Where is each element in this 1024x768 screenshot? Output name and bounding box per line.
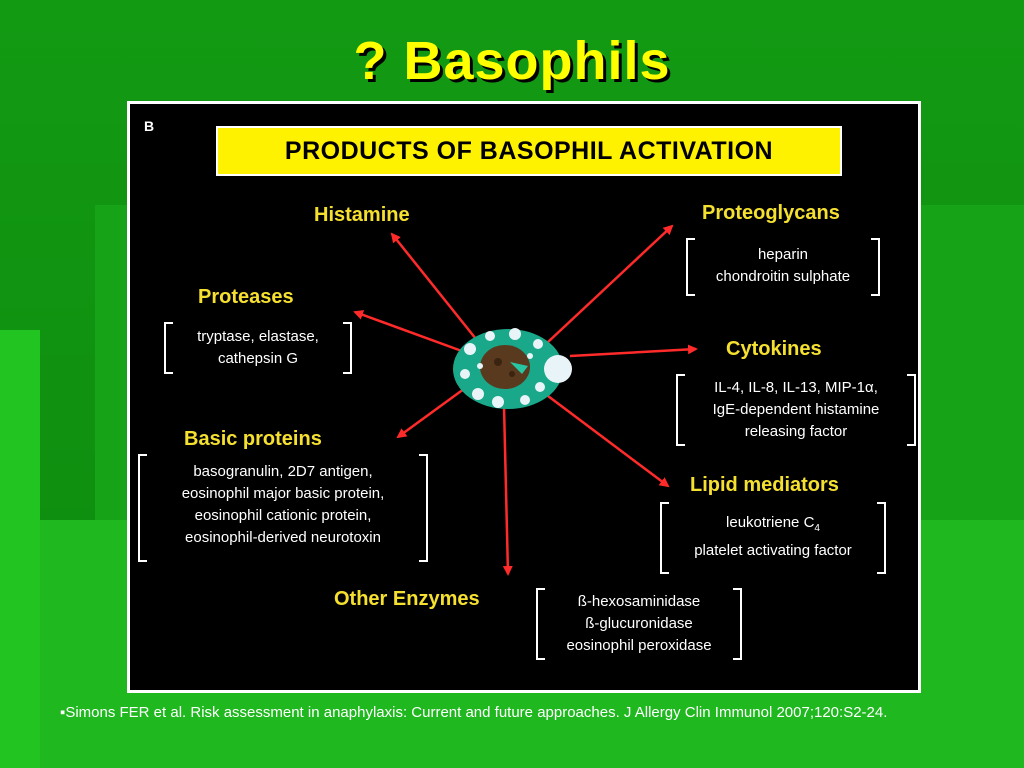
list-item: leukotriene C4 xyxy=(726,514,820,534)
list-proteases: tryptase, elastase, cathepsin G xyxy=(164,322,352,374)
list-item: heparin xyxy=(757,246,809,263)
list-item: eosinophil peroxidase xyxy=(566,637,712,654)
list-item: IgE-dependent histamine xyxy=(712,401,880,418)
arrow-histamine xyxy=(390,232,481,345)
arrow-proteoglycans xyxy=(547,224,674,343)
arrow-lipid-mediators xyxy=(547,395,670,488)
slide-title: ? Basophils xyxy=(353,31,671,91)
label-lipid-mediators: Lipid mediators xyxy=(690,474,839,496)
list-item: eosinophil-derived neurotoxin xyxy=(185,529,381,546)
list-item: ß-glucuronidase xyxy=(585,615,693,632)
diagram-header: PRODUCTS OF BASOPHIL ACTIVATION xyxy=(216,126,842,176)
arrow-cytokines xyxy=(569,344,698,358)
list-cytokines: IL-4, IL-8, IL-13, MIP-1α, IgE-dependent… xyxy=(676,374,916,446)
panel-letter: B xyxy=(144,118,155,134)
basophil-cell-icon xyxy=(453,328,572,409)
list-item: tryptase, elastase, xyxy=(197,328,319,345)
label-other-enzymes: Other Enzymes xyxy=(334,588,480,610)
diagram-figure: B PRODUCTS OF BASOPHIL ACTIVATION Histam… xyxy=(127,101,921,693)
arrow-other-enzymes xyxy=(502,405,513,576)
list-item: eosinophil cationic protein, xyxy=(194,507,372,524)
diagram-header-text: PRODUCTS OF BASOPHIL ACTIVATION xyxy=(284,136,774,165)
label-histamine: Histamine xyxy=(314,204,410,226)
list-item: chondroitin sulphate xyxy=(715,268,851,285)
citation: ▪Simons FER et al. Risk assessment in an… xyxy=(60,704,888,721)
label-proteoglycans: Proteoglycans xyxy=(702,202,840,224)
label-proteases: Proteases xyxy=(198,286,294,308)
list-item: platelet activating factor xyxy=(694,542,852,559)
list-proteoglycans: heparin chondroitin sulphate xyxy=(686,238,880,296)
list-item: cathepsin G xyxy=(217,350,299,367)
label-cytokines: Cytokines xyxy=(726,338,822,360)
arrow-basic-proteins xyxy=(396,384,469,439)
list-basic-proteins: basogranulin, 2D7 antigen, eosinophil ma… xyxy=(138,454,428,562)
list-lipid-mediators: leukotriene C4 platelet activating facto… xyxy=(660,502,886,574)
arrow-proteases xyxy=(353,310,471,356)
list-item: releasing factor xyxy=(744,423,848,440)
label-basic-proteins: Basic proteins xyxy=(184,428,322,450)
list-other-enzymes: ß-hexosaminidase ß-glucuronidase eosinop… xyxy=(536,588,742,660)
list-item: basogranulin, 2D7 antigen, xyxy=(193,463,373,480)
list-item: eosinophil major basic protein, xyxy=(181,485,385,502)
list-item: IL-4, IL-8, IL-13, MIP-1α, xyxy=(714,379,878,396)
background-block xyxy=(0,330,40,768)
arrows-layer xyxy=(353,224,698,576)
list-item: ß-hexosaminidase xyxy=(577,593,701,610)
